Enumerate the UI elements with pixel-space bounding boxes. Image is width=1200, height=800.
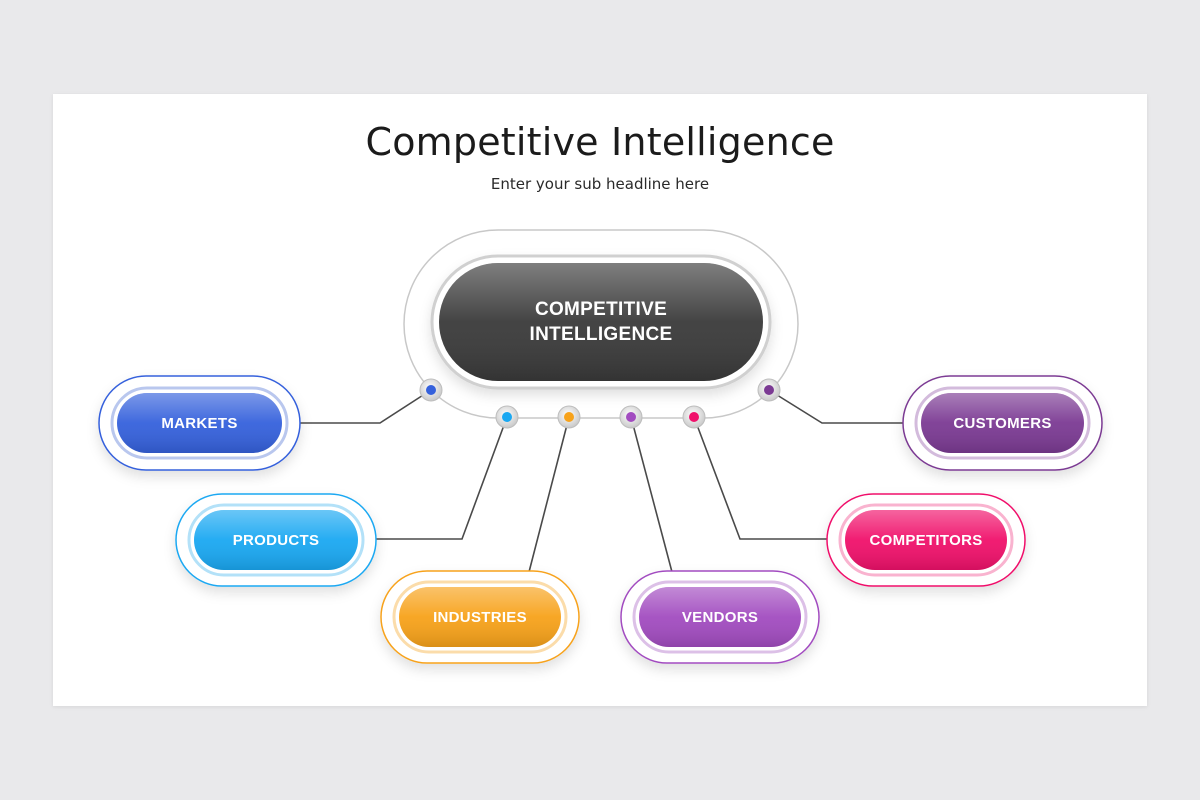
center-label: COMPETITIVE INTELLIGENCE (529, 299, 673, 345)
dot-competitors (682, 405, 706, 429)
center-outer-ring (403, 229, 799, 419)
node-competitors (826, 493, 1026, 587)
node-label-markets: MARKETS (161, 414, 238, 432)
node-products (175, 493, 377, 587)
connector-vendors (630, 416, 673, 573)
connector-customers (768, 389, 903, 424)
connector-competitors (693, 416, 828, 540)
connector-dots (419, 378, 781, 429)
node-label-industries: INDUSTRIES (433, 608, 527, 626)
node-vendors (620, 570, 820, 664)
connector-markets (300, 389, 432, 424)
dot-vendors (619, 405, 643, 429)
connector-products (376, 416, 508, 540)
node-industries (380, 570, 580, 664)
node-label-products: PRODUCTS (232, 531, 320, 549)
page-subtitle: Enter your sub headline here (490, 175, 710, 193)
dot-products (495, 405, 519, 429)
node-label-vendors: VENDORS (681, 608, 759, 626)
connector-industries (528, 416, 570, 573)
node-customers (902, 375, 1103, 471)
node-label-customers: CUSTOMERS (953, 414, 1052, 432)
node-label-competitors: COMPETITORS (869, 531, 983, 549)
dot-industries (557, 405, 581, 429)
page-title: Competitive Intelligence (365, 120, 835, 164)
dot-markets (419, 378, 443, 402)
node-markets (98, 375, 301, 471)
dot-customers (757, 378, 781, 402)
connector-lines (300, 389, 903, 573)
